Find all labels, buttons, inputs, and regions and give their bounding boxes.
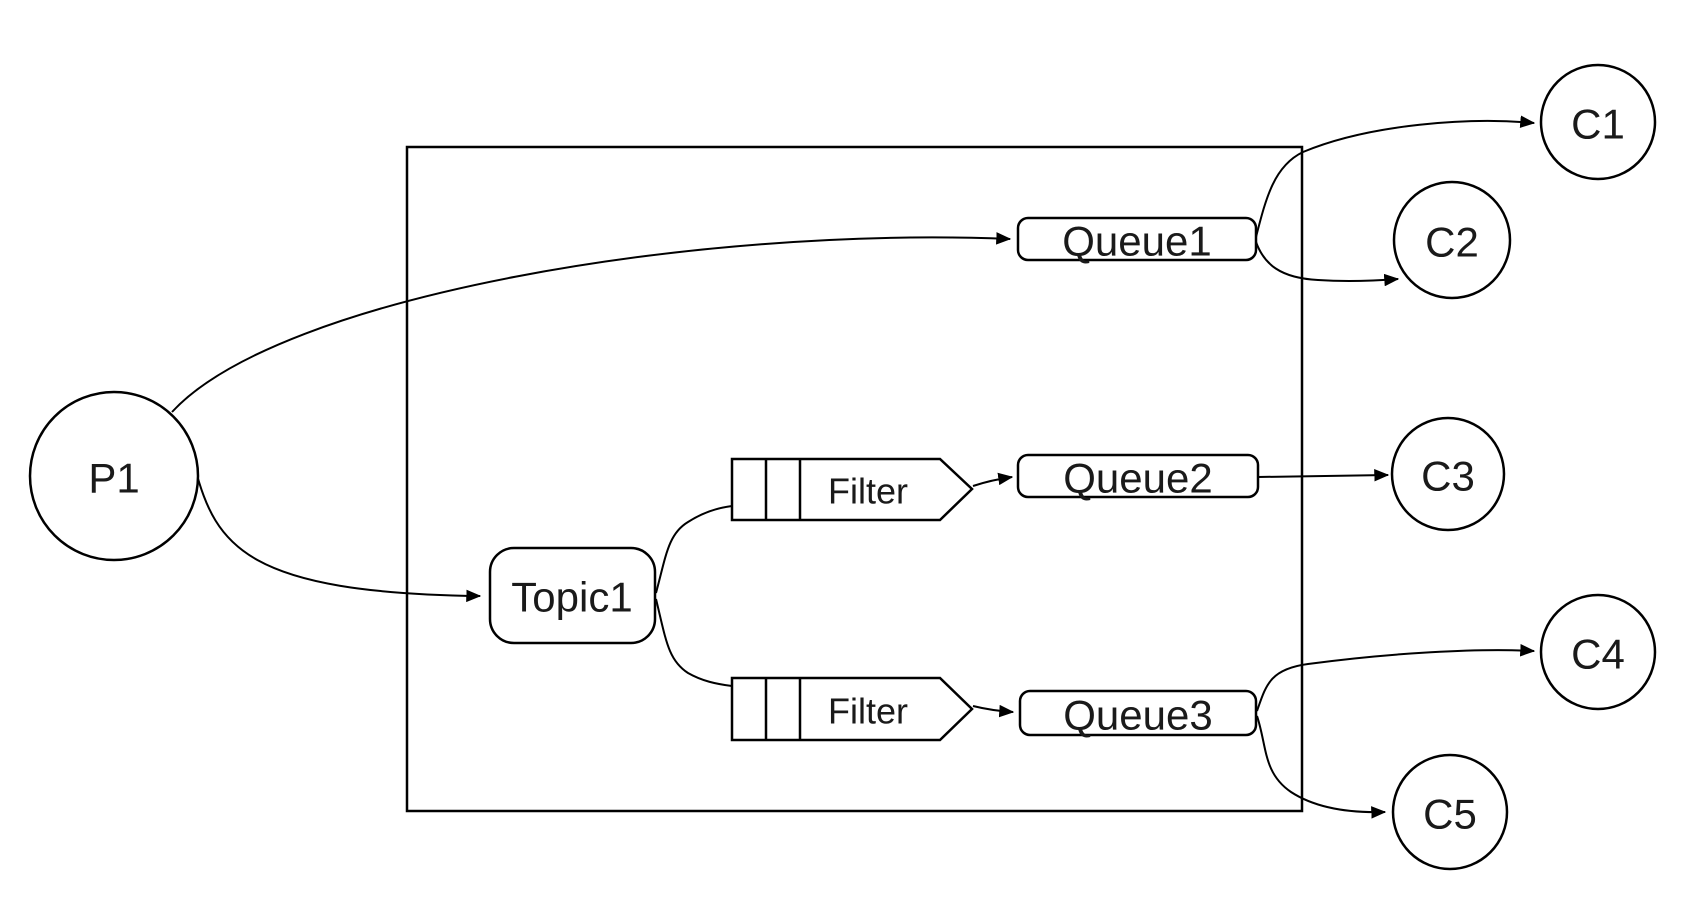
edge-topic1-to-filter-top (655, 505, 733, 594)
edge-p1-to-topic1 (194, 467, 482, 603)
topic1-box (488, 546, 657, 645)
filter-top-node: Filter (730, 457, 974, 522)
consumer-circle-c1 (1539, 63, 1657, 181)
producer-label: P1 (88, 455, 139, 502)
queue2-label: Queue2 (1063, 455, 1212, 502)
consumer-label-c5: C5 (1423, 791, 1477, 838)
filter-bottom-divider-lines (764, 678, 802, 740)
edge-filter-bottom-to-queue3 (972, 704, 1015, 718)
consumer-node-c2: C2 (1392, 180, 1512, 300)
queue2-box (1016, 453, 1260, 499)
filter-bottom-label: Filter (828, 691, 908, 732)
queue3-box (1018, 689, 1258, 737)
queue1-node: Queue1 (1016, 216, 1258, 265)
edge-p1-to-queue1 (171, 232, 1012, 413)
broker-boundary-box (405, 145, 1304, 813)
consumer-circle-c5 (1391, 753, 1509, 871)
filter-bottom-node: Filter (730, 676, 974, 742)
producer-node-p1: P1 (28, 390, 200, 562)
consumer-node-c1: C1 (1539, 63, 1657, 181)
queue2-node: Queue2 (1016, 453, 1260, 502)
edge-queue1-to-c2 (1255, 241, 1400, 287)
consumer-node-c3: C3 (1390, 416, 1506, 532)
edge-filter-top-to-queue2 (972, 472, 1014, 487)
edge-topic1-to-filter-bottom (655, 598, 733, 687)
topic1-node: Topic1 (488, 546, 657, 645)
queue1-box (1016, 216, 1258, 262)
filter-top-divider-lines (764, 459, 802, 520)
consumer-circle-c2 (1392, 180, 1512, 300)
consumer-node-c4: C4 (1539, 593, 1657, 711)
queue3-node: Queue3 (1018, 689, 1258, 739)
consumer-circle-c3 (1390, 416, 1506, 532)
edge-queue1-to-c1 (1255, 115, 1536, 238)
queue3-label: Queue3 (1063, 692, 1212, 739)
producer-circle (28, 390, 200, 562)
edge-queue3-to-c4 (1256, 644, 1536, 712)
edge-queue3-to-c5 (1256, 715, 1387, 819)
consumer-label-c1: C1 (1571, 101, 1625, 148)
filter-bottom-shape (730, 676, 974, 742)
consumer-label-c4: C4 (1571, 631, 1625, 678)
consumer-circle-c4 (1539, 593, 1657, 711)
filter-top-label: Filter (828, 471, 908, 512)
edge-queue2-to-c3 (1257, 468, 1390, 482)
queue1-label: Queue1 (1062, 218, 1211, 265)
consumer-node-c5: C5 (1391, 753, 1509, 871)
consumer-label-c3: C3 (1421, 453, 1475, 500)
consumer-label-c2: C2 (1425, 219, 1479, 266)
filter-top-shape (730, 457, 974, 522)
topic1-label: Topic1 (511, 574, 632, 621)
